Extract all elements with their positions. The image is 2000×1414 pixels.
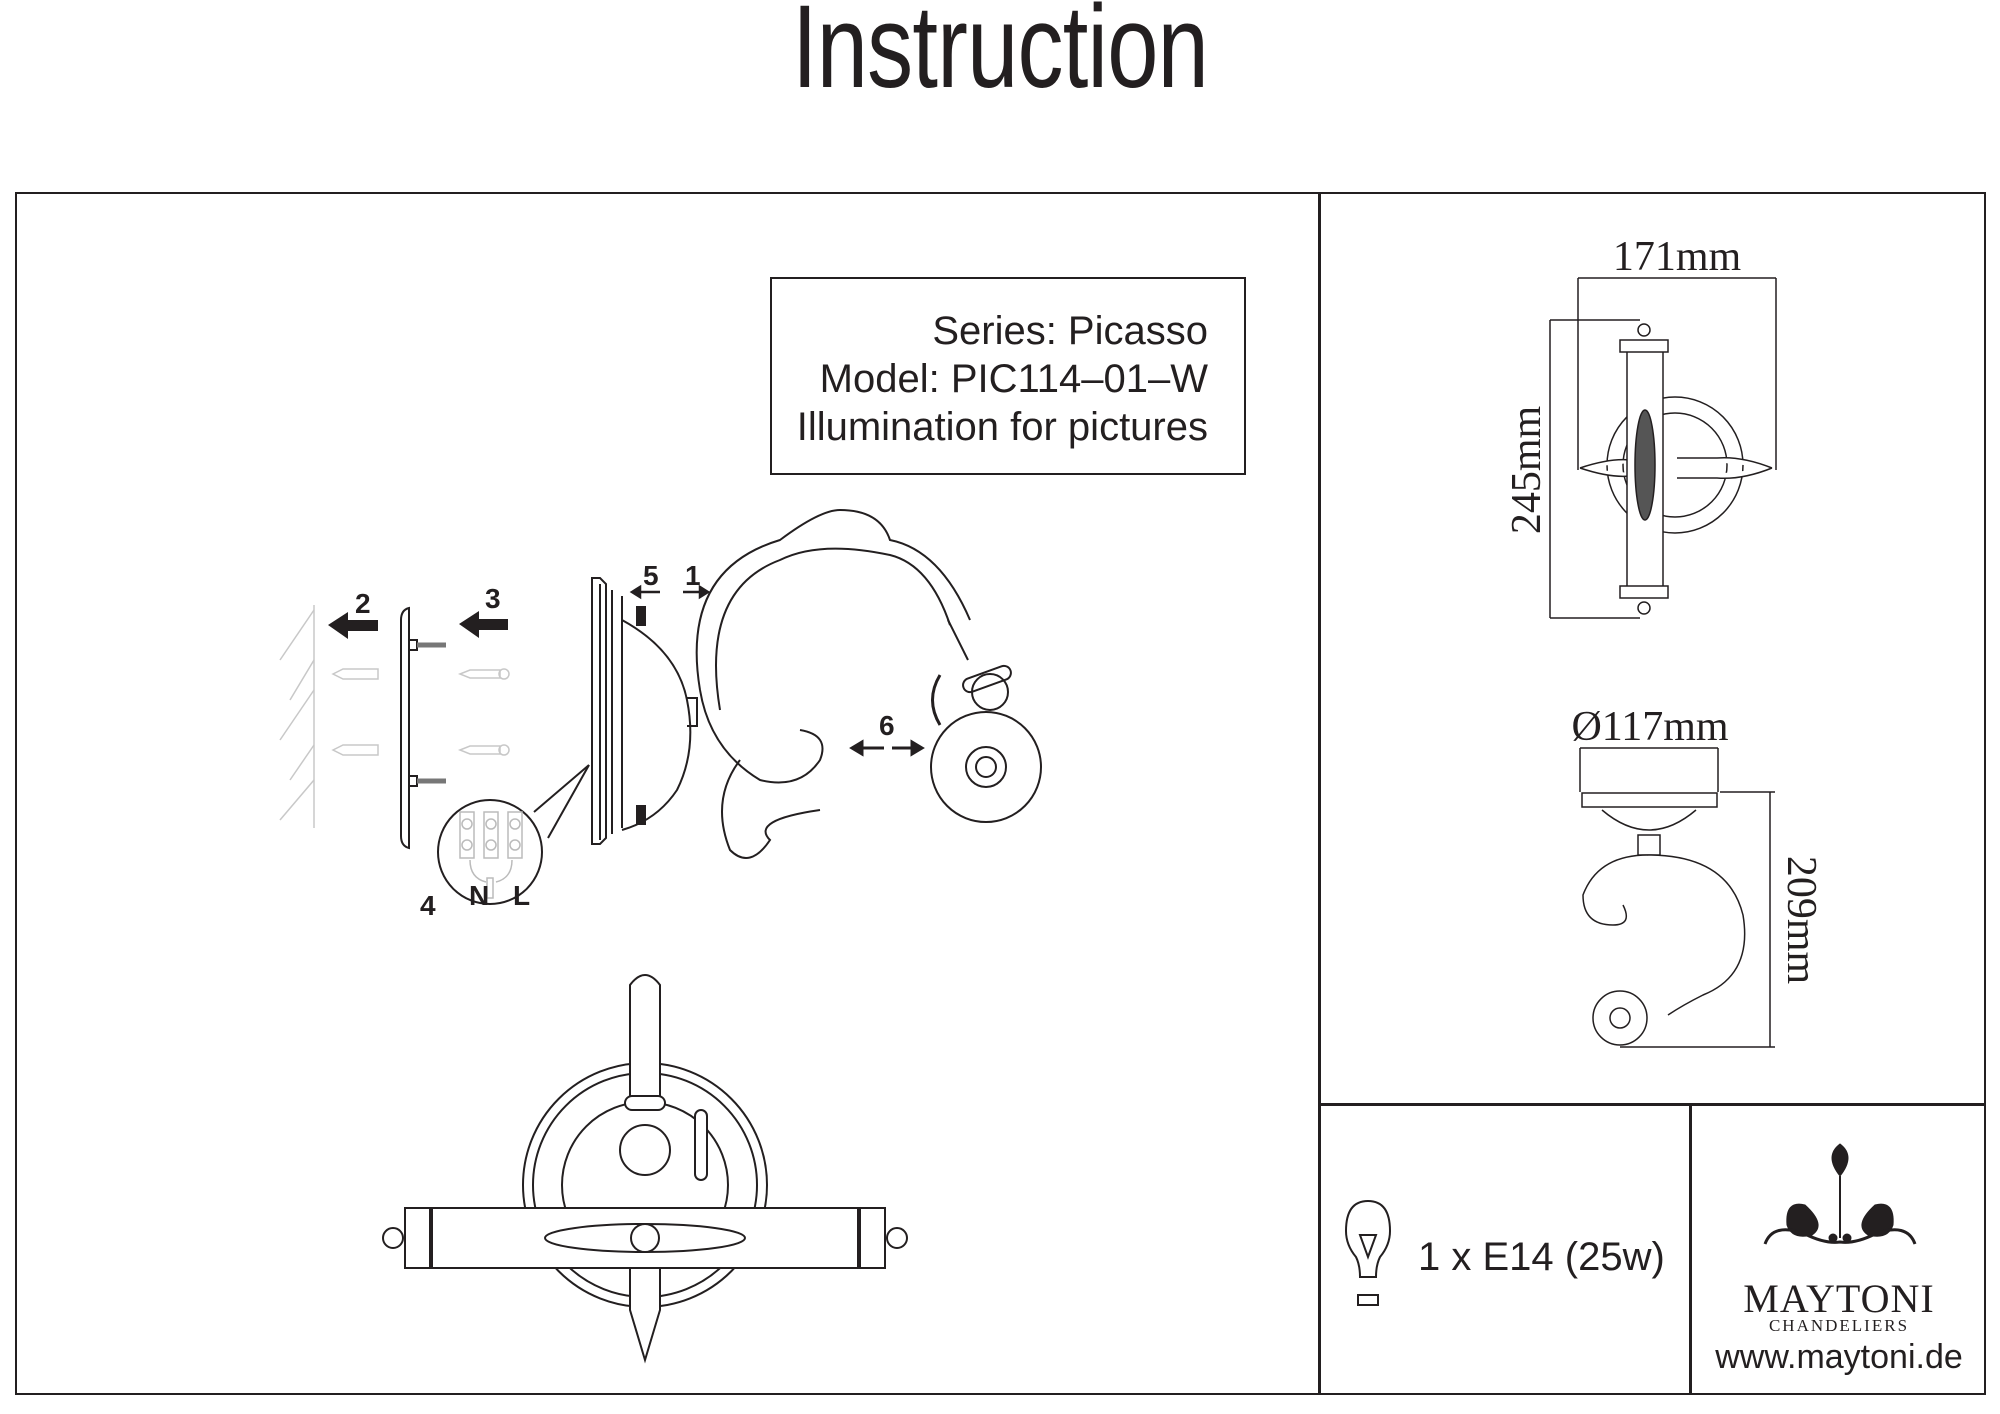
brand-name: MAYTONI [1743, 1276, 1935, 1321]
dimension-height-label: 245mm [1504, 406, 1550, 535]
dimension-diameter-label: Ø117mm [1571, 704, 1728, 750]
series-label: Series: Picasso [932, 309, 1208, 353]
dimension-front-view: 171mm 245mm [1504, 234, 1777, 619]
divider-horizontal [1318, 1103, 1986, 1106]
brand-subtitle: CHANDELIERS [1768, 1316, 1910, 1335]
wall-plugs-icon [331, 668, 379, 756]
assembly-diagram: 2 3 [279, 508, 1042, 1364]
front-view-lamp-icon [1579, 323, 1773, 615]
rosette-cap-icon [930, 711, 1042, 823]
arrow-step-5-icon [629, 584, 660, 600]
brand-website-link[interactable]: www.maytoni.de [1715, 1338, 1963, 1376]
wiring-live-label: L [513, 880, 530, 911]
page-title: Instruction [791, 0, 1209, 113]
step-label-2: 2 [355, 588, 371, 619]
model-label: Model: PIC114–01–W [819, 357, 1208, 401]
description-label: Illumination for pictures [796, 405, 1208, 449]
chandelier-logo-icon [1763, 1143, 1917, 1245]
scroll-arm-icon [695, 508, 971, 859]
arrow-step-3-icon [459, 611, 508, 638]
divider-bottom-right [1689, 1103, 1692, 1395]
arrow-step-1-icon [683, 584, 711, 600]
step-label-5: 5 [643, 560, 659, 591]
cover-nut-icon [636, 606, 646, 825]
product-info-box: Series: Picasso Model: PIC114–01–W Illum… [770, 277, 1246, 475]
side-view-lamp-icon [1581, 792, 1746, 1046]
step-label-1: 1 [685, 560, 701, 591]
mounting-bar-icon [400, 606, 418, 850]
wiring-neutral-label: N [469, 880, 489, 911]
dimension-side-view: Ø117mm 209mm [1571, 704, 1824, 1048]
arrow-step-2-icon [328, 612, 378, 639]
divider-vertical [1318, 192, 1321, 1395]
bulb-spec: 1 x E14 (25w) [1418, 1235, 1665, 1279]
front-view-fixture-icon [382, 974, 908, 1364]
wall-icon [279, 605, 315, 828]
lightbulb-icon [1344, 1199, 1392, 1306]
socket-ring-icon [931, 664, 1012, 726]
dimension-side-height-label: 209mm [1778, 856, 1824, 985]
instruction-frame [15, 192, 1986, 1395]
wiring-terminal-magnifier-icon [437, 764, 590, 905]
step-label-4: 4 [420, 890, 436, 921]
step-label-6: 6 [879, 710, 895, 741]
wall-base-canopy-icon [591, 577, 698, 845]
screws-icon [457, 668, 510, 756]
step-label-3: 3 [485, 583, 501, 614]
arrow-step-6-icon [849, 739, 925, 757]
bolts-icon [417, 642, 446, 784]
dimension-width-label: 171mm [1613, 234, 1742, 280]
